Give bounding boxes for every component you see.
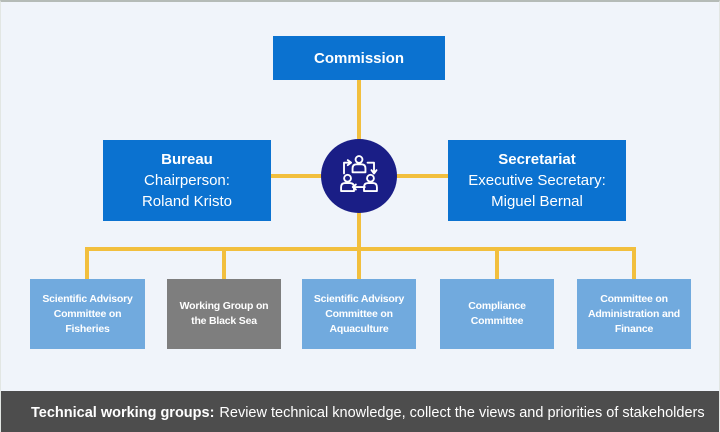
committee-fisheries-box: Scientific Advisory Committee on Fisheri… [30,279,145,349]
bureau-title: Bureau [161,151,213,168]
compliance-committee-box: Compliance Committee [440,279,554,349]
committee-fisheries-label: Scientific Advisory Committee on Fisheri… [42,292,133,335]
bureau-role: Chairperson: [144,172,230,189]
committee-aquaculture-label: Scientific Advisory Committee on Aquacul… [313,292,405,335]
secretariat-box: Secretariat Executive Secretary: Miguel … [448,140,626,221]
committee-admin-finance-box: Committee on Administration and Finance [577,279,691,349]
compliance-committee-label: Compliance Committee [468,300,526,327]
central-hub-circle [321,139,397,213]
committee-admin-finance-label: Committee on Administration and Finance [587,292,681,335]
footer-bold-label: Technical working groups: [31,404,215,421]
committee-aquaculture-box: Scientific Advisory Committee on Aquacul… [302,279,416,349]
bureau-name: Roland Kristo [141,193,233,210]
connector-drop-aquaculture [357,247,361,280]
commission-label: Commission [313,49,404,67]
secretariat-role: Executive Secretary: [468,172,606,189]
people-exchange-icon [334,151,384,201]
secretariat-name: Miguel Bernal [491,193,583,210]
footer-text: Review technical knowledge, collect the … [219,404,705,421]
bureau-box: Bureau Chairperson: Roland Kristo [103,140,271,221]
connector-drop-working-group [222,247,226,280]
working-group-black-sea-box: Working Group on the Black Sea [167,279,281,349]
connector-drop-compliance [495,247,499,280]
commission-box: Commission [273,36,445,80]
secretariat-title: Secretariat [498,151,576,168]
footer-bar: Technical working groups: Review technic… [1,391,719,432]
connector-drop-fisheries [85,247,89,280]
working-group-black-sea-label: Working Group on the Black Sea [179,300,269,327]
connector-drop-admin-finance [632,247,636,280]
